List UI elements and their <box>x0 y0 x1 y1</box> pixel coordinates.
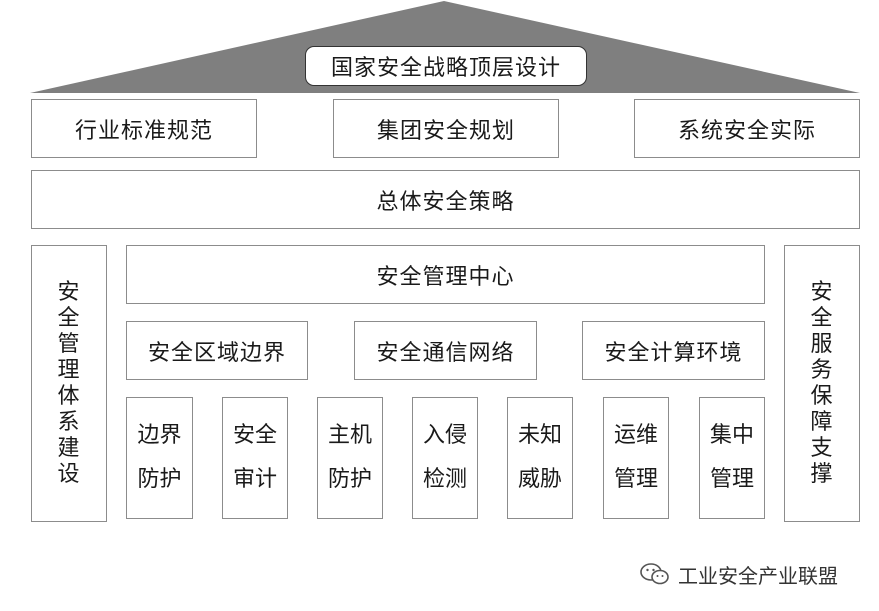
intrusion-detection-box: 入侵 检测 <box>412 397 478 519</box>
pillar-char: 全 <box>57 305 81 331</box>
box-line: 检测 <box>422 467 467 492</box>
pillar-char: 支 <box>810 435 834 461</box>
box-line: 集中 <box>709 423 754 448</box>
computing-environment-box: 安全计算环境 <box>582 321 765 380</box>
pillar-char: 管 <box>57 331 81 357</box>
pillar-char: 全 <box>810 305 834 331</box>
pillar-char: 障 <box>810 409 834 435</box>
box-line: 管理 <box>613 467 658 492</box>
boundary-protection-box: 边界 防护 <box>126 397 193 519</box>
box-line: 安全 <box>232 423 277 448</box>
security-audit-box: 安全 审计 <box>222 397 288 519</box>
communication-network-box: 安全通信网络 <box>354 321 537 380</box>
industry-standards-box: 行业标准规范 <box>31 99 257 158</box>
pillar-char: 系 <box>57 409 81 435</box>
system-security-practice-box: 系统安全实际 <box>634 99 860 158</box>
pillar-char: 建 <box>57 435 81 461</box>
pillar-char: 撑 <box>810 461 834 487</box>
box-line: 边界 <box>137 423 182 448</box>
watermark-text: 工业安全产业联盟 <box>678 563 838 588</box>
box-line: 防护 <box>327 467 372 492</box>
pillar-char: 务 <box>810 357 834 383</box>
host-protection-box: 主机 防护 <box>317 397 383 519</box>
ops-management-box: 运维 管理 <box>603 397 669 519</box>
pillar-char: 安 <box>810 279 834 305</box>
box-line: 防护 <box>137 467 182 492</box>
centralized-management-box: 集中 管理 <box>699 397 765 519</box>
security-management-center-box: 安全管理中心 <box>126 245 765 304</box>
box-line: 主机 <box>327 423 372 448</box>
watermark: 工业安全产业联盟 <box>640 560 838 588</box>
wechat-icon <box>640 563 669 585</box>
pillar-char: 保 <box>810 383 834 409</box>
pillar-char: 设 <box>57 461 81 487</box>
pillar-char: 服 <box>810 331 834 357</box>
box-line: 入侵 <box>422 423 467 448</box>
left-pillar-management-system: 安 全 管 理 体 系 建 设 <box>31 245 107 522</box>
box-line: 审计 <box>232 467 277 492</box>
area-boundary-box: 安全区域边界 <box>126 321 308 380</box>
pillar-char: 安 <box>57 279 81 305</box>
box-line: 未知 <box>517 423 562 448</box>
box-line: 管理 <box>709 467 754 492</box>
pillar-char: 体 <box>57 383 81 409</box>
box-line: 运维 <box>613 423 658 448</box>
overall-strategy-box: 总体安全策略 <box>31 170 860 229</box>
right-pillar-service-support: 安 全 服 务 保 障 支 撑 <box>784 245 860 522</box>
group-security-plan-box: 集团安全规划 <box>333 99 559 158</box>
unknown-threat-box: 未知 威胁 <box>507 397 573 519</box>
pillar-char: 理 <box>57 357 81 383</box>
box-line: 威胁 <box>517 467 562 492</box>
top-design-title: 国家安全战略顶层设计 <box>305 46 587 86</box>
